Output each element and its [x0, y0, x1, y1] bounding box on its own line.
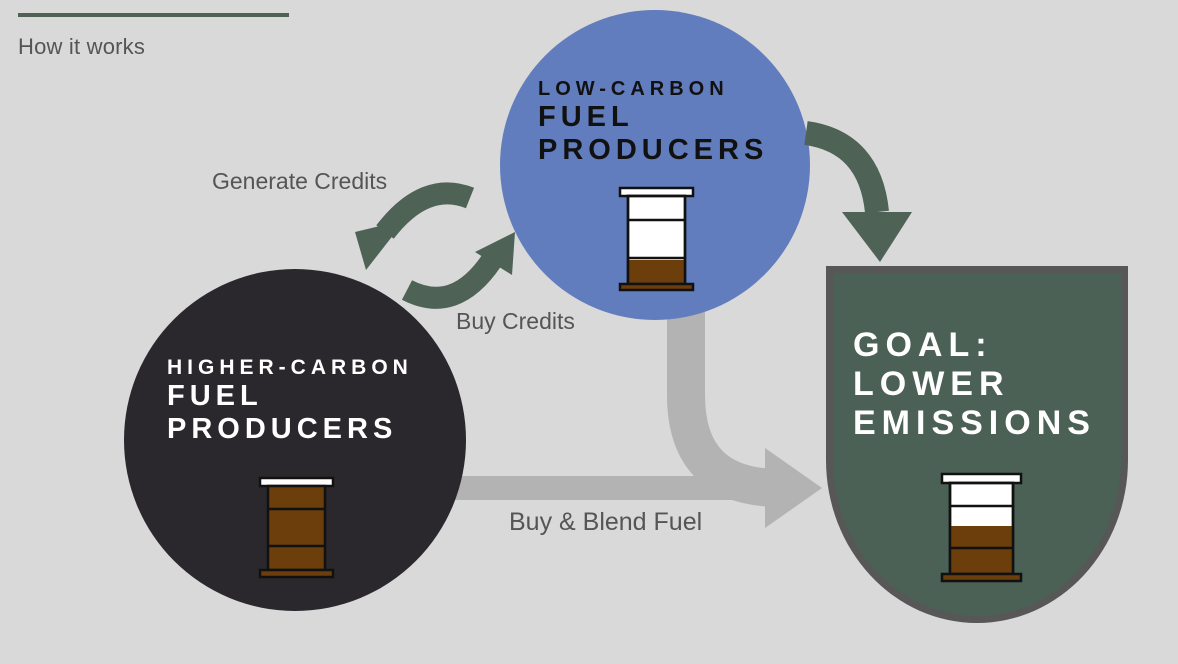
fuel-flow-arrows	[440, 300, 822, 528]
goal-line3: EMISSIONS	[853, 404, 1096, 443]
higher-carbon-line3: PRODUCERS	[167, 413, 398, 446]
low-carbon-line1: LOW-CARBON	[538, 78, 729, 100]
goal-barrel-icon	[940, 472, 1023, 583]
goal-title: GOAL: LOWER EMISSIONS	[853, 326, 1096, 443]
generate-credits-arrow	[355, 182, 475, 270]
generate-credits-label: Generate Credits	[212, 168, 388, 194]
low-carbon-circle	[500, 10, 810, 320]
to-goal-arrow	[803, 121, 912, 262]
low-carbon-title: LOW-CARBON FUEL PRODUCERS	[538, 78, 768, 168]
buy-credits-label: Buy Credits	[456, 308, 575, 334]
higher-carbon-line2: FUEL	[167, 380, 263, 413]
goal-line1: GOAL:	[853, 326, 993, 364]
higher-carbon-circle	[124, 269, 466, 611]
header-rule	[18, 13, 289, 17]
low-carbon-line3: PRODUCERS	[538, 134, 769, 167]
higher-carbon-line1: HIGHER-CARBON	[167, 356, 413, 379]
higher-carbon-title: HIGHER-CARBON FUEL PRODUCERS	[167, 356, 413, 447]
section-label: How it works	[18, 34, 146, 59]
buy-credits-arrow	[401, 232, 515, 309]
flow-arrowhead	[765, 448, 822, 528]
low-carbon-line2: FUEL	[538, 101, 634, 133]
goal-shield	[826, 266, 1128, 623]
low-carbon-barrel-icon	[618, 186, 695, 292]
goal-line2: LOWER	[853, 365, 1010, 404]
higher-carbon-barrel-icon	[258, 476, 335, 579]
buy-blend-fuel-label: Buy & Blend Fuel	[509, 508, 703, 536]
